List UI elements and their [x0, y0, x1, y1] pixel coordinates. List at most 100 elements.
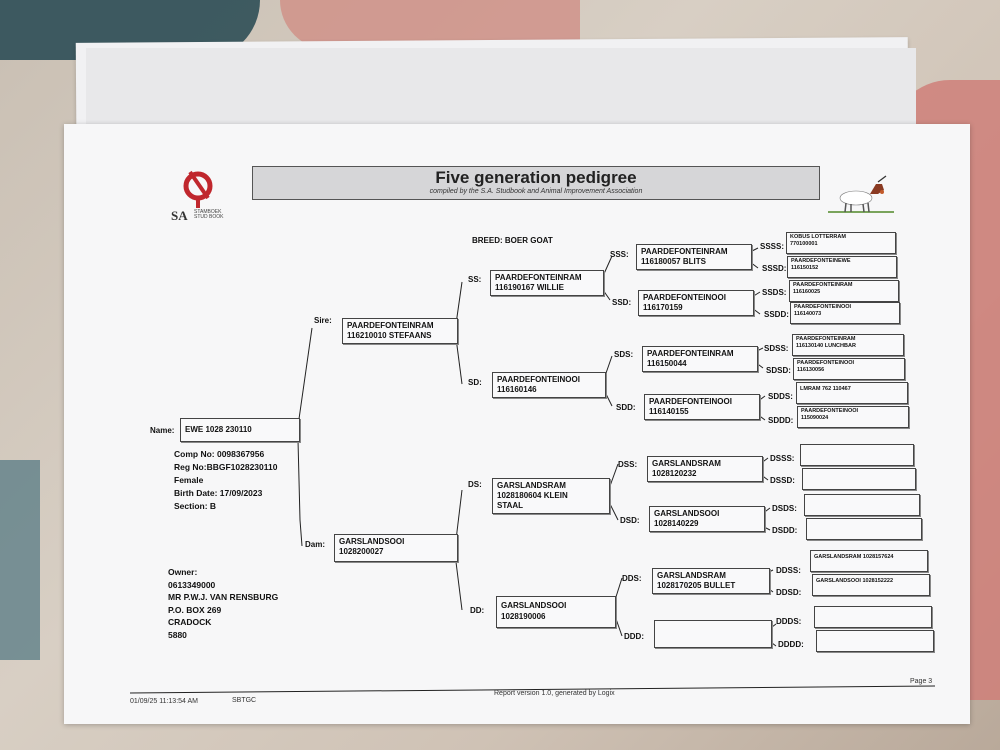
goat-picture-icon: [828, 175, 894, 213]
footer-user: SBTGC: [232, 697, 257, 704]
ssd-line2: 116170159: [643, 303, 683, 312]
comp-number: Comp No: 0098367956: [174, 449, 265, 459]
dssd-box: [802, 468, 916, 490]
sdss-box: PAARDEFONTEINRAM 116130140 LUNCHBAR: [792, 334, 904, 356]
dss-label: DSS:: [618, 460, 638, 469]
dsd-line1: GARSLANDSOOI: [654, 509, 720, 518]
ss-label: SS:: [468, 275, 482, 284]
dss-box: GARSLANDSRAM 1028120232: [647, 456, 763, 482]
page-title: Five generation pedigree: [435, 168, 637, 187]
ssd-box: PAARDEFONTEINOOI 116170159: [638, 290, 754, 316]
ssdd-line1: PAARDEFONTEINOOI: [794, 304, 852, 310]
ssss-box: KOBUS LOTTERRAM 770100001: [786, 232, 896, 254]
sss-label: SSS:: [610, 250, 629, 259]
ds-label: DS:: [468, 480, 482, 489]
dsd-line2: 1028140229: [654, 519, 699, 528]
ssss-label: SSSS:: [760, 242, 785, 251]
dss-line1: GARSLANDSRAM: [652, 459, 721, 468]
ssd-label: SSD:: [612, 298, 632, 307]
reg-number: Reg No:BBGF1028230110: [174, 462, 278, 472]
ssss-line1: KOBUS LOTTERRAM: [790, 234, 846, 240]
ssds-box: PAARDEFONTEINRAM 116160025: [789, 280, 899, 302]
sd-line1: PAARDEFONTEINOOI: [497, 375, 580, 384]
sssd-line1: PAARDEFONTEINEWE: [791, 258, 851, 264]
dds-line2: 1028170205 BULLET: [657, 581, 736, 590]
sds-label: SDS:: [614, 350, 634, 359]
ddsd-line1: GARSLANDSOOI 1028152222: [816, 578, 894, 584]
sdd-line1: PAARDEFONTEINOOI: [649, 397, 732, 406]
sdd-label: SDD:: [616, 403, 636, 412]
animal-name-box: EWE 1028 230110: [180, 418, 300, 442]
section: Section: B: [174, 501, 217, 511]
ssdd-box: PAARDEFONTEINOOI 116140073: [790, 302, 900, 324]
sdsd-box: PAARDEFONTEINOOI 116130056: [793, 358, 905, 380]
sdss-line2: 116130140 LUNCHBAR: [796, 343, 856, 349]
sddd-label: SDDD:: [768, 416, 794, 425]
ddd-box: [654, 620, 772, 648]
ss-box: PAARDEFONTEINRAM 116190167 WILLIE: [490, 270, 604, 296]
footer-page: Page 3: [910, 678, 933, 685]
dsds-label: DSDS:: [772, 504, 797, 513]
ss-line2: 116190167 WILLIE: [495, 283, 564, 292]
sire-label: Sire:: [314, 316, 332, 325]
dam-box: GARSLANDSOOI 1028200027: [334, 534, 458, 562]
dsss-box: [800, 444, 914, 466]
name-label: Name:: [150, 426, 175, 435]
ssdd-line2: 116140073: [794, 311, 822, 317]
sss-line2: 116180057 BLITS: [641, 257, 706, 266]
dsdd-box: [806, 518, 922, 540]
sdss-label: SDSS:: [764, 344, 789, 353]
sss-box: PAARDEFONTEINRAM 116180057 BLITS: [636, 244, 752, 270]
sddd-box: PAARDEFONTEINOOI 115090024: [797, 406, 909, 428]
ds-line2: 1028180604 KLEIN: [497, 491, 568, 500]
dddd-box: [816, 630, 934, 652]
sds-line1: PAARDEFONTEINRAM: [647, 349, 734, 358]
owner-label: Owner:: [168, 567, 198, 577]
background-fabric-teal: [0, 460, 40, 660]
dd-box: GARSLANDSOOI 1028190006: [496, 596, 616, 628]
dsss-label: DSSS:: [770, 454, 795, 463]
sssd-label: SSSD:: [762, 264, 787, 273]
dam-line1: GARSLANDSOOI: [339, 537, 405, 546]
title-banner: Five generation pedigree compiled by the…: [252, 166, 820, 200]
animal-name: EWE 1028 230110: [185, 425, 252, 434]
owner-postcode: 5880: [168, 629, 187, 640]
ssd-line1: PAARDEFONTEINOOI: [643, 293, 726, 302]
logo-small-text: STAMBOEK STUD BOOK: [194, 209, 224, 220]
sdds-line1: LMRAM 762 110467: [800, 386, 851, 392]
owner-box: P.O. BOX 269: [168, 604, 222, 615]
studbook-logo-icon: [183, 170, 213, 208]
ss-line1: PAARDEFONTEINRAM: [495, 273, 582, 282]
dam-label: Dam:: [305, 540, 326, 549]
ssds-line1: PAARDEFONTEINRAM: [793, 282, 853, 288]
ds-line3: STAAL: [497, 501, 524, 510]
owner-name: MR P.W.J. VAN RENSBURG: [168, 592, 279, 602]
sds-box: PAARDEFONTEINRAM 116150044: [642, 346, 758, 372]
ssds-label: SSDS:: [762, 288, 787, 297]
sd-box: PAARDEFONTEINOOI 116160146: [492, 372, 606, 398]
sds-line2: 116150044: [647, 359, 687, 368]
sire-box: PAARDEFONTEINRAM 116210010 STEFAANS: [342, 318, 458, 344]
ddds-box: [814, 606, 932, 628]
dds-box: GARSLANDSRAM 1028170205 BULLET: [652, 568, 770, 594]
ddss-box: GARSLANDSRAM 1028157624: [810, 550, 928, 572]
sss-line1: PAARDEFONTEINRAM: [641, 247, 728, 256]
footer-datetime: 01/09/25 11:13:54 AM: [130, 698, 198, 705]
sd-label: SD:: [468, 378, 482, 387]
animal-sex: Female: [174, 475, 204, 485]
sdss-line1: PAARDEFONTEINRAM: [796, 336, 856, 342]
ssds-line2: 116160025: [793, 289, 821, 295]
dss-line2: 1028120232: [652, 469, 697, 478]
sddd-line2: 115090024: [801, 415, 829, 421]
dsdd-label: DSDD:: [772, 526, 798, 535]
sdd-box: PAARDEFONTEINOOI 116140155: [644, 394, 760, 420]
sdsd-line1: PAARDEFONTEINOOI: [797, 360, 855, 366]
dd-line1: GARSLANDSOOI: [501, 601, 567, 610]
page-subtitle: compiled by the S.A. Studbook and Animal…: [429, 188, 643, 195]
ddss-label: DDSS:: [776, 566, 801, 575]
ssdd-label: SSDD:: [764, 310, 789, 319]
footer-report: Report version 1.0, generated by Logix: [494, 690, 615, 697]
dsds-box: [804, 494, 920, 516]
breed-label: BREED: BOER GOAT: [472, 236, 553, 245]
sdsd-line2: 116130056: [797, 367, 825, 373]
